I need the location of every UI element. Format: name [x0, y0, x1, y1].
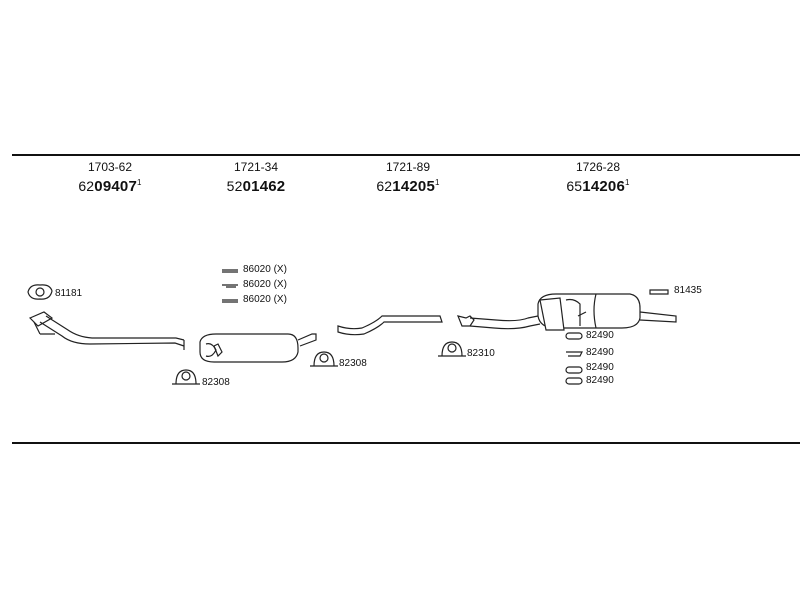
- part-ref: 1721-89: [385, 160, 431, 174]
- front-pipe-shape: [28, 311, 185, 350]
- part-header-mid-pipe: 1721-89 62142051: [338, 160, 478, 196]
- clamp-label: 82308: [339, 358, 367, 369]
- part-header-front-pipe: 1703-62 62094071: [40, 160, 180, 196]
- hanger-label: 82490: [586, 362, 614, 373]
- hanger-label: 86020 (X): [243, 264, 287, 275]
- gasket-icon: [27, 284, 53, 300]
- part-header-rear-muffler: 1726-28 65142061: [528, 160, 668, 196]
- part-number: 62094071: [40, 174, 180, 196]
- gasket-label: 81181: [55, 288, 83, 299]
- part-number: 65142061: [528, 174, 668, 196]
- part-main: 09407: [94, 178, 138, 195]
- part-main: 14206: [582, 178, 626, 195]
- part-prefix: 62: [78, 178, 95, 194]
- hanger-label: 82490: [586, 347, 614, 358]
- top-rule: [12, 154, 800, 156]
- bracket-icon: [649, 289, 669, 295]
- hanger-label: 82490: [586, 375, 614, 386]
- hanger-label: 82490: [586, 330, 614, 341]
- part-header-center-muffler: 1721-34 5201462: [186, 160, 326, 196]
- hanger-label: 86020 (X): [243, 294, 287, 305]
- part-number: 5201462: [186, 174, 326, 196]
- part-prefix: 62: [376, 178, 393, 194]
- clamp-icon: [172, 369, 200, 385]
- part-mark: 1: [435, 178, 440, 187]
- rear-muffler-shape: [457, 293, 677, 331]
- bottom-rule: [12, 442, 800, 444]
- center-muffler-shape: [199, 333, 317, 363]
- clamp-icon: [438, 341, 466, 357]
- part-main: 14205: [392, 178, 436, 195]
- part-main: 01462: [242, 178, 286, 195]
- part-ref: 1721-34: [233, 160, 279, 174]
- hanger-label: 86020 (X): [243, 279, 287, 290]
- clamp-label: 82308: [202, 377, 230, 388]
- clamp-label: 82310: [467, 348, 495, 359]
- part-mark: 1: [137, 178, 142, 187]
- bracket-label: 81435: [674, 285, 702, 296]
- hanger-glyphs-rear: [565, 332, 583, 385]
- clamp-icon: [310, 351, 338, 367]
- mid-pipe-shape: [337, 315, 443, 336]
- part-mark: 1: [625, 178, 630, 187]
- part-number: 62142051: [338, 174, 478, 196]
- part-prefix: 52: [226, 178, 243, 194]
- part-ref: 1703-62: [87, 160, 133, 174]
- part-prefix: 65: [566, 178, 583, 194]
- hanger-glyphs-mid: [222, 269, 238, 303]
- part-ref: 1726-28: [575, 160, 621, 174]
